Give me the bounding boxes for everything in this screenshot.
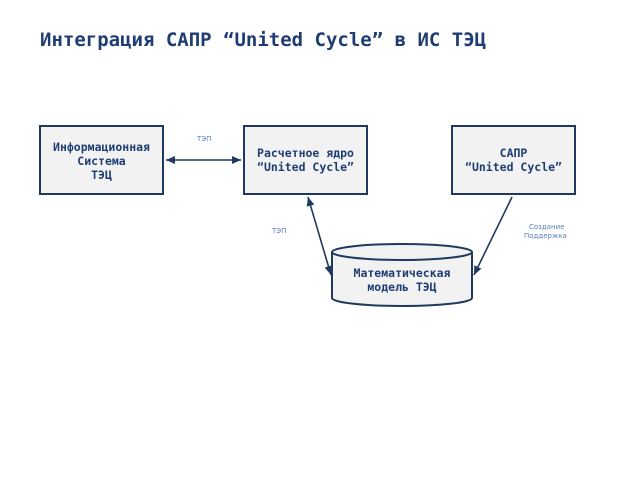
node-is-tec-line-3: ТЭЦ [91,168,112,182]
node-sapr-line-1: САПР [500,146,528,160]
node-core-line-1: Расчетное ядро [257,146,354,160]
edge-label-is-core: ТЭП [196,135,211,143]
node-sapr: САПР “United Cycle” [451,125,576,195]
edge-label-core-model: ТЭП [271,227,286,235]
node-is-tec-line-2: Система [77,154,126,168]
node-model-line-2: модель ТЭЦ [367,280,436,294]
node-is-tec-line-1: Информационная [53,140,150,154]
node-is-tec: Информационная Система ТЭЦ [39,125,164,195]
node-model: Математическая модель ТЭЦ [331,243,473,307]
edge-label-sapr-model: Поддержка [524,232,567,240]
edge-core-model [306,196,333,276]
node-model-line-1: Математическая [354,266,451,280]
node-core-line-2: “United Cycle” [257,160,354,174]
node-sapr-line-2: “United Cycle” [465,160,562,174]
page-title: Интеграция САПР “United Cycle” в ИС ТЭЦ [40,29,487,51]
edge-sapr-model [473,196,513,276]
node-core: Расчетное ядро “United Cycle” [243,125,368,195]
edge-label-sapr-model: Создание [529,223,564,231]
